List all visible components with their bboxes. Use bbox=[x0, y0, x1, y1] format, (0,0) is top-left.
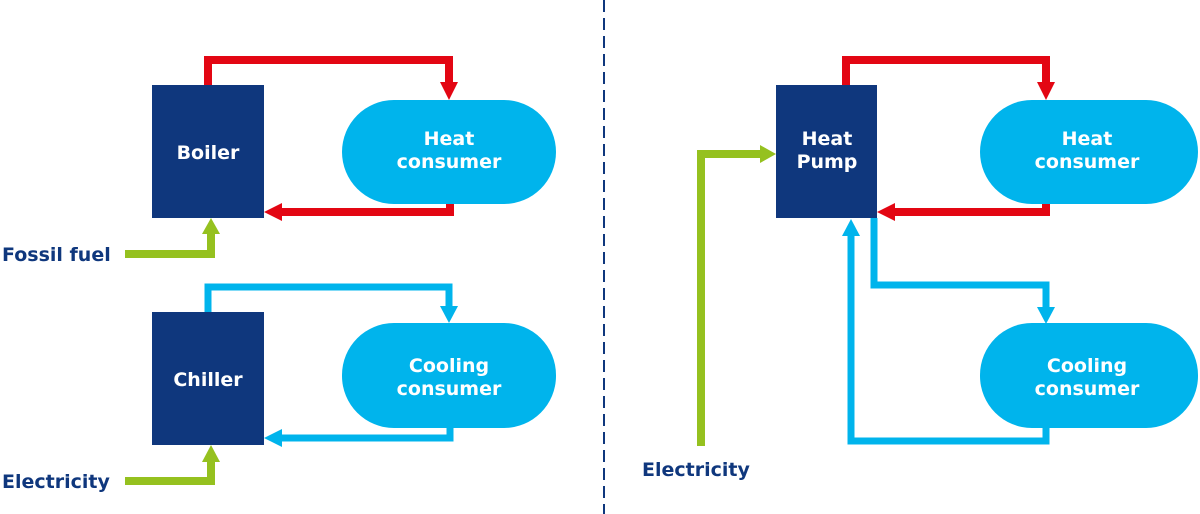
arrow-to-chiller-power bbox=[202, 445, 220, 462]
arrow-to-heat-consumer-right bbox=[1037, 82, 1055, 100]
arrow-to-chiller bbox=[264, 429, 282, 447]
heat-consumer-right-label-1: Heat bbox=[1062, 128, 1113, 150]
boiler-label: Boiler bbox=[177, 142, 240, 164]
arrow-to-heat-pump-red bbox=[877, 203, 895, 221]
heat-pump-label-1: Heat bbox=[802, 128, 853, 150]
fossil-fuel-input bbox=[125, 218, 220, 258]
electricity-pipe-left bbox=[125, 460, 215, 485]
arrow-to-cooling-consumer bbox=[440, 306, 458, 323]
heat-pump-label-2: Pump bbox=[797, 151, 858, 173]
heat-consumer-right bbox=[980, 100, 1198, 204]
hp-heat-return-pipe bbox=[893, 204, 1050, 216]
arrow-to-heat-pump-power bbox=[760, 145, 776, 163]
electricity-pipe-right bbox=[697, 150, 762, 446]
arrow-to-heat-pump-blue bbox=[842, 219, 860, 236]
arrow-to-boiler bbox=[264, 203, 282, 221]
heat-pump-heat-loop bbox=[842, 56, 1055, 221]
boiler-box bbox=[152, 85, 264, 218]
chiller-return-pipe bbox=[280, 428, 454, 442]
heat-pump-box bbox=[776, 85, 877, 218]
electricity-right-label: Electricity bbox=[642, 459, 750, 481]
boiler-heat-loop bbox=[204, 56, 458, 221]
boiler-return-pipe bbox=[280, 204, 454, 216]
hp-cool-supply-pipe bbox=[870, 218, 1050, 309]
heat-consumer-left bbox=[342, 100, 556, 204]
chiller-supply-pipe bbox=[204, 283, 453, 312]
boiler-supply-pipe bbox=[204, 56, 453, 85]
fossil-fuel-label: Fossil fuel bbox=[2, 244, 111, 266]
electricity-input-right bbox=[697, 145, 776, 446]
electricity-left-label: Electricity bbox=[2, 471, 110, 493]
heat-pump-cooling-loop bbox=[842, 218, 1055, 445]
cooling-consumer-right-label-2: consumer bbox=[1035, 378, 1140, 400]
electricity-input-left bbox=[125, 445, 220, 485]
heat-consumer-left-label-1: Heat bbox=[424, 128, 475, 150]
hp-cool-return-pipe bbox=[847, 235, 1050, 445]
chiller-box bbox=[152, 312, 264, 445]
hp-heat-supply-pipe bbox=[842, 56, 1050, 85]
arrow-to-heat-consumer bbox=[440, 82, 458, 100]
heat-consumer-right-label-2: consumer bbox=[1035, 151, 1140, 173]
heat-consumer-left-label-2: consumer bbox=[397, 151, 502, 173]
chiller-label: Chiller bbox=[173, 369, 243, 391]
cooling-consumer-right-label-1: Cooling bbox=[1047, 355, 1127, 377]
cooling-consumer-left-label-2: consumer bbox=[397, 378, 502, 400]
chiller-cooling-loop bbox=[204, 283, 458, 447]
cooling-consumer-left-label-1: Cooling bbox=[409, 355, 489, 377]
arrow-to-cooling-consumer-right bbox=[1037, 307, 1055, 324]
fossil-fuel-pipe bbox=[125, 232, 215, 258]
cooling-consumer-right bbox=[980, 323, 1198, 428]
arrow-to-boiler-fuel bbox=[202, 218, 220, 234]
cooling-consumer-left bbox=[342, 323, 556, 428]
